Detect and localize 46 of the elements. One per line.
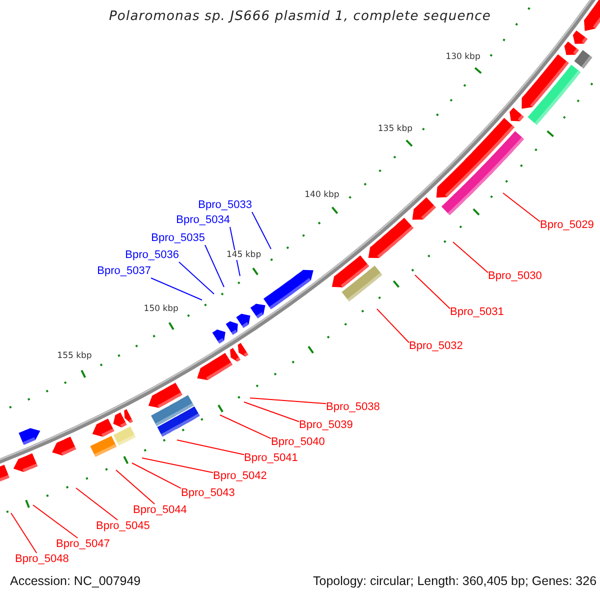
gene-label: Bpro_5030: [488, 270, 542, 283]
gene-label: Bpro_5035: [151, 232, 205, 245]
gene-label: Bpro_5042: [213, 470, 267, 483]
leader-line: [502, 192, 540, 222]
gene-label: Bpro_5044: [133, 504, 187, 517]
leader-line: [32, 504, 78, 538]
footer-text: Accession: NC_007949: [10, 574, 141, 588]
map-title: Polaromonas sp. JS666 plasmid 1, complete sequence: [108, 9, 492, 24]
gene-label: Bpro_5048: [15, 553, 69, 566]
leader-line: [244, 402, 300, 422]
gene-label: Bpro_5039: [299, 419, 353, 432]
leader-line: [76, 488, 118, 520]
gene-label: Bpro_5038: [326, 401, 380, 414]
scale-label: 130 kbp: [446, 52, 480, 62]
gene-label: Bpro_5047: [56, 538, 110, 551]
gene-label: Bpro_5029: [540, 219, 594, 232]
scale-label: 145 kbp: [226, 250, 262, 260]
scale-label: 155 kbp: [57, 350, 92, 361]
leader-line: [220, 414, 272, 440]
leader-line: [452, 242, 488, 274]
gene-label: Bpro_5036: [125, 249, 179, 262]
leader-line: [10, 512, 38, 554]
gene-label: Bpro_5033: [198, 199, 252, 212]
gene-label: Bpro_5037: [97, 265, 151, 278]
leader-line: [250, 398, 326, 404]
leader-line: [252, 212, 272, 250]
leader-line: [376, 308, 410, 344]
leader-line: [204, 244, 224, 288]
leader-line: [142, 458, 214, 474]
scale-label: 140 kbp: [304, 190, 340, 200]
gene-label: Bpro_5040: [271, 436, 325, 449]
leader-line: [414, 274, 450, 310]
leader-line: [150, 278, 202, 300]
gene-label: Bpro_5034: [176, 214, 230, 227]
gene-label: Bpro_5041: [244, 452, 298, 465]
scale-label: 135 kbp: [378, 124, 413, 134]
leader-line: [176, 440, 244, 456]
gene-label: Bpro_5043: [181, 487, 235, 500]
footer-text: Topology: circular; Length: 360,405 bp; Genes: 326: [313, 574, 597, 588]
leader-line: [178, 262, 214, 294]
scale-label: 150 kbp: [144, 304, 178, 314]
gene-label: Bpro_5045: [96, 520, 150, 533]
leader-line: [132, 462, 182, 489]
gene-label: Bpro_5031: [450, 306, 504, 319]
gene-label: Bpro_5032: [409, 340, 463, 353]
leader-line: [116, 470, 156, 504]
